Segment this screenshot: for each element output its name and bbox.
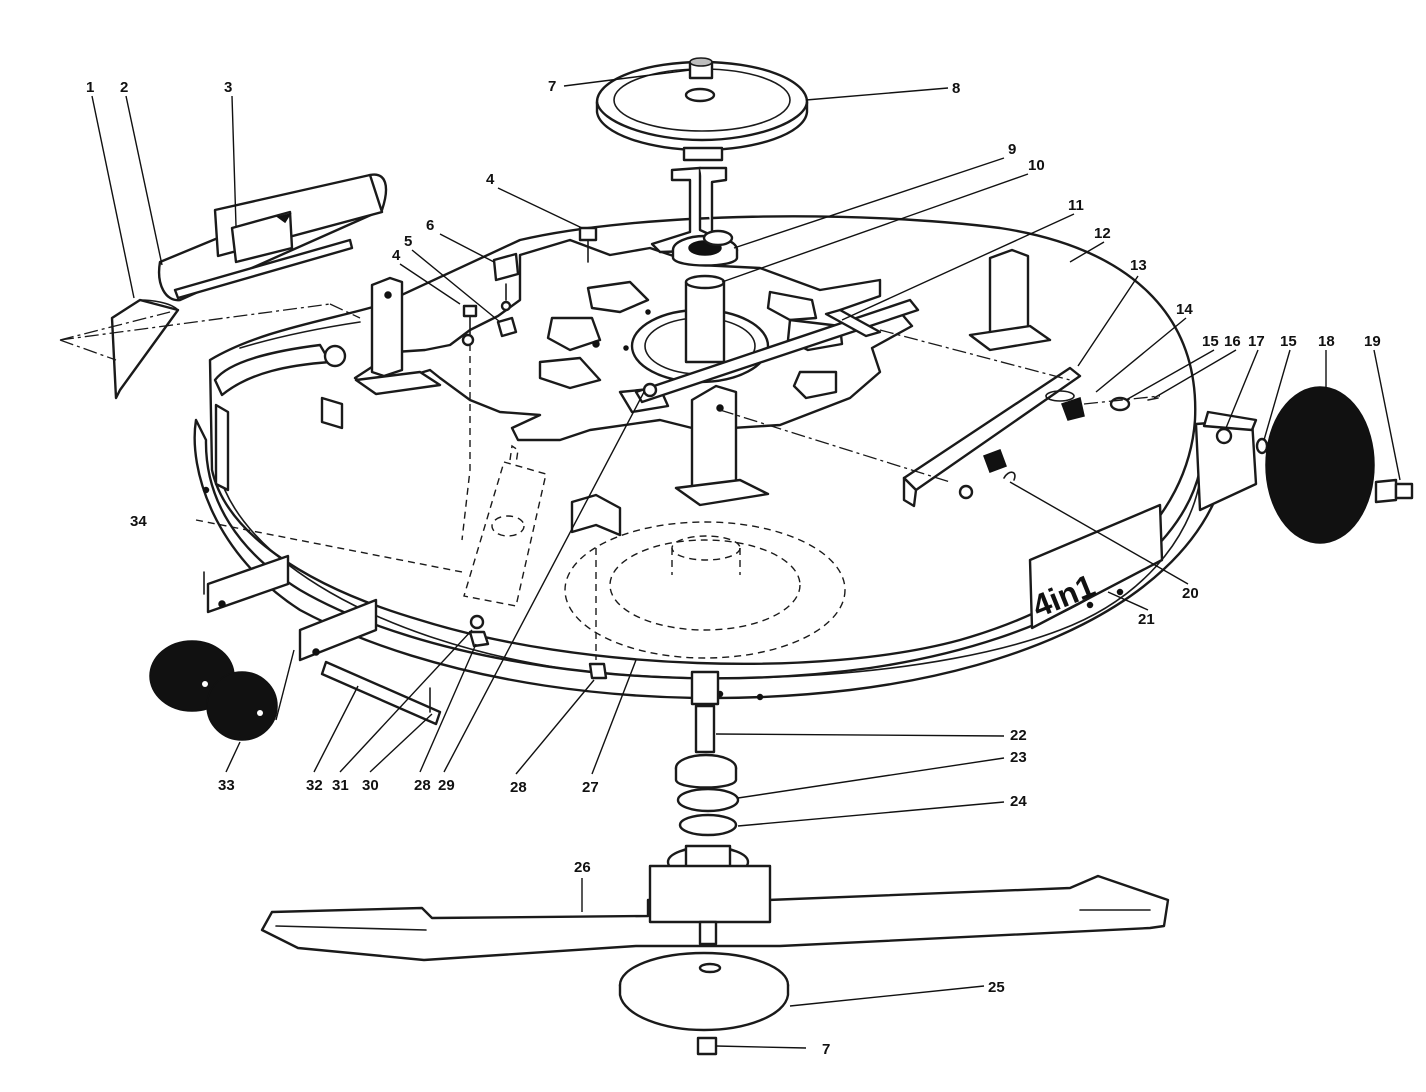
callout-14: 14 [1176,301,1193,318]
callout-32: 32 [306,777,323,794]
callout-8: 8 [952,80,960,97]
baffle-plate [195,444,547,607]
callout-7a: 7 [548,78,556,95]
callout-3: 3 [224,79,232,96]
drive-pulley [595,57,809,152]
callout-1: 1 [86,79,94,96]
height-bracket-center [674,384,770,507]
rear-adjuster [719,329,1161,508]
callout-9: 9 [1008,141,1016,158]
height-bracket-right [968,248,1052,352]
callout-17: 17 [1248,333,1265,350]
callout-23: 23 [1010,749,1027,766]
rear-wheel-assembly [1194,386,1414,544]
callout-10: 10 [1028,157,1045,174]
callout-13: 13 [1130,257,1147,274]
callout-4a: 4 [486,171,495,188]
callout-19: 19 [1364,333,1381,350]
callout-29: 29 [438,777,455,794]
discharge-deflector [59,173,388,400]
callout-5: 5 [404,233,412,250]
callout-labels: 1 2 3 4 4 5 6 7 7 8 9 10 11 12 13 14 15 … [86,78,1381,1058]
leader-lines [91,69,1401,1049]
hardware-small-parts [323,226,598,541]
callout-22: 22 [1010,727,1027,744]
callout-28b: 28 [510,779,527,796]
front-axle-assembly [203,554,442,726]
callout-15a: 15 [1202,333,1219,350]
height-adjust-link [634,298,920,404]
callout-24: 24 [1010,793,1027,810]
callout-34: 34 [130,513,147,530]
callout-12: 12 [1094,225,1111,242]
callout-25: 25 [988,979,1005,996]
callout-26: 26 [574,859,591,876]
callout-6: 6 [426,217,434,234]
cutting-blade [260,864,1170,962]
callout-33: 33 [218,777,235,794]
front-wheel-pair [149,640,295,741]
callout-30: 30 [362,777,379,794]
callout-15b: 15 [1280,333,1297,350]
callout-31: 31 [332,777,349,794]
callout-21: 21 [1138,611,1155,628]
spindle-stack-lower [666,670,750,884]
height-bracket-left [354,276,442,396]
callout-11: 11 [1068,197,1084,214]
callout-20: 20 [1182,585,1199,602]
callout-2: 2 [120,79,128,96]
spindle-stack-upper [650,146,739,364]
blade-adapter [618,951,790,1056]
callout-28a: 28 [414,777,431,794]
callout-4b: 4 [392,247,401,264]
callout-18: 18 [1318,333,1335,350]
callout-16: 16 [1224,333,1241,350]
nuts-and-washers [468,548,608,680]
callout-7b: 7 [822,1041,830,1058]
callout-27: 27 [582,779,599,796]
